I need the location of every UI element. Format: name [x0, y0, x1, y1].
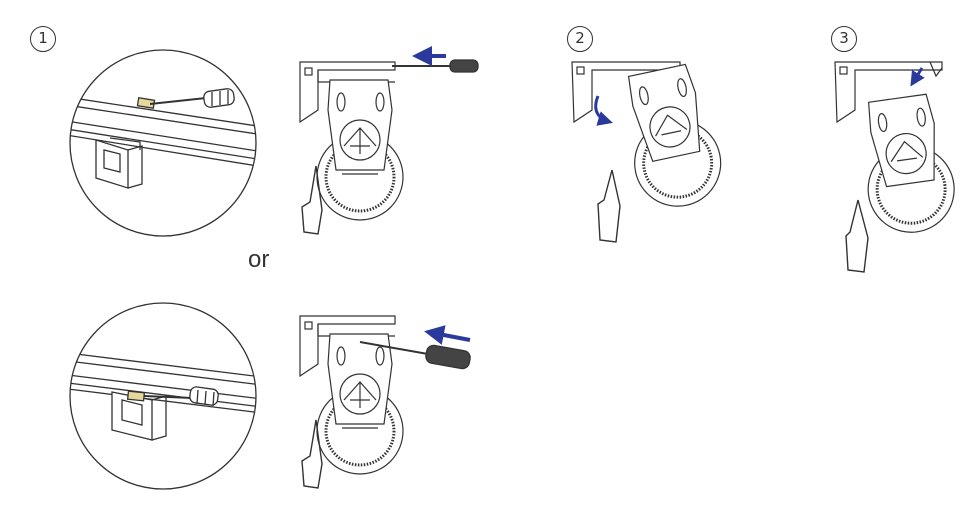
step-2-marker: 2 [567, 26, 593, 52]
pulley-assembly-3 [834, 61, 955, 273]
or-label: or [248, 246, 270, 273]
screwdriver-1b [359, 341, 471, 370]
push-arrow-1b [424, 325, 471, 345]
pulley-assembly-1a [299, 61, 404, 235]
zoom-detail-top [69, 49, 257, 237]
pulley-assembly-1b [298, 314, 405, 490]
release-arrow-3 [910, 67, 925, 87]
zoom-detail-bottom [69, 302, 257, 490]
pulley-assembly-2 [571, 61, 722, 243]
screwdriver-1a [392, 59, 479, 73]
rotate-arrow-2 [594, 95, 613, 126]
step-2-number: 2 [575, 29, 585, 47]
step-3-marker: 3 [831, 26, 857, 52]
step-1-marker: 1 [30, 26, 56, 52]
step-3-number: 3 [839, 29, 849, 47]
step-1-number: 1 [38, 29, 48, 47]
